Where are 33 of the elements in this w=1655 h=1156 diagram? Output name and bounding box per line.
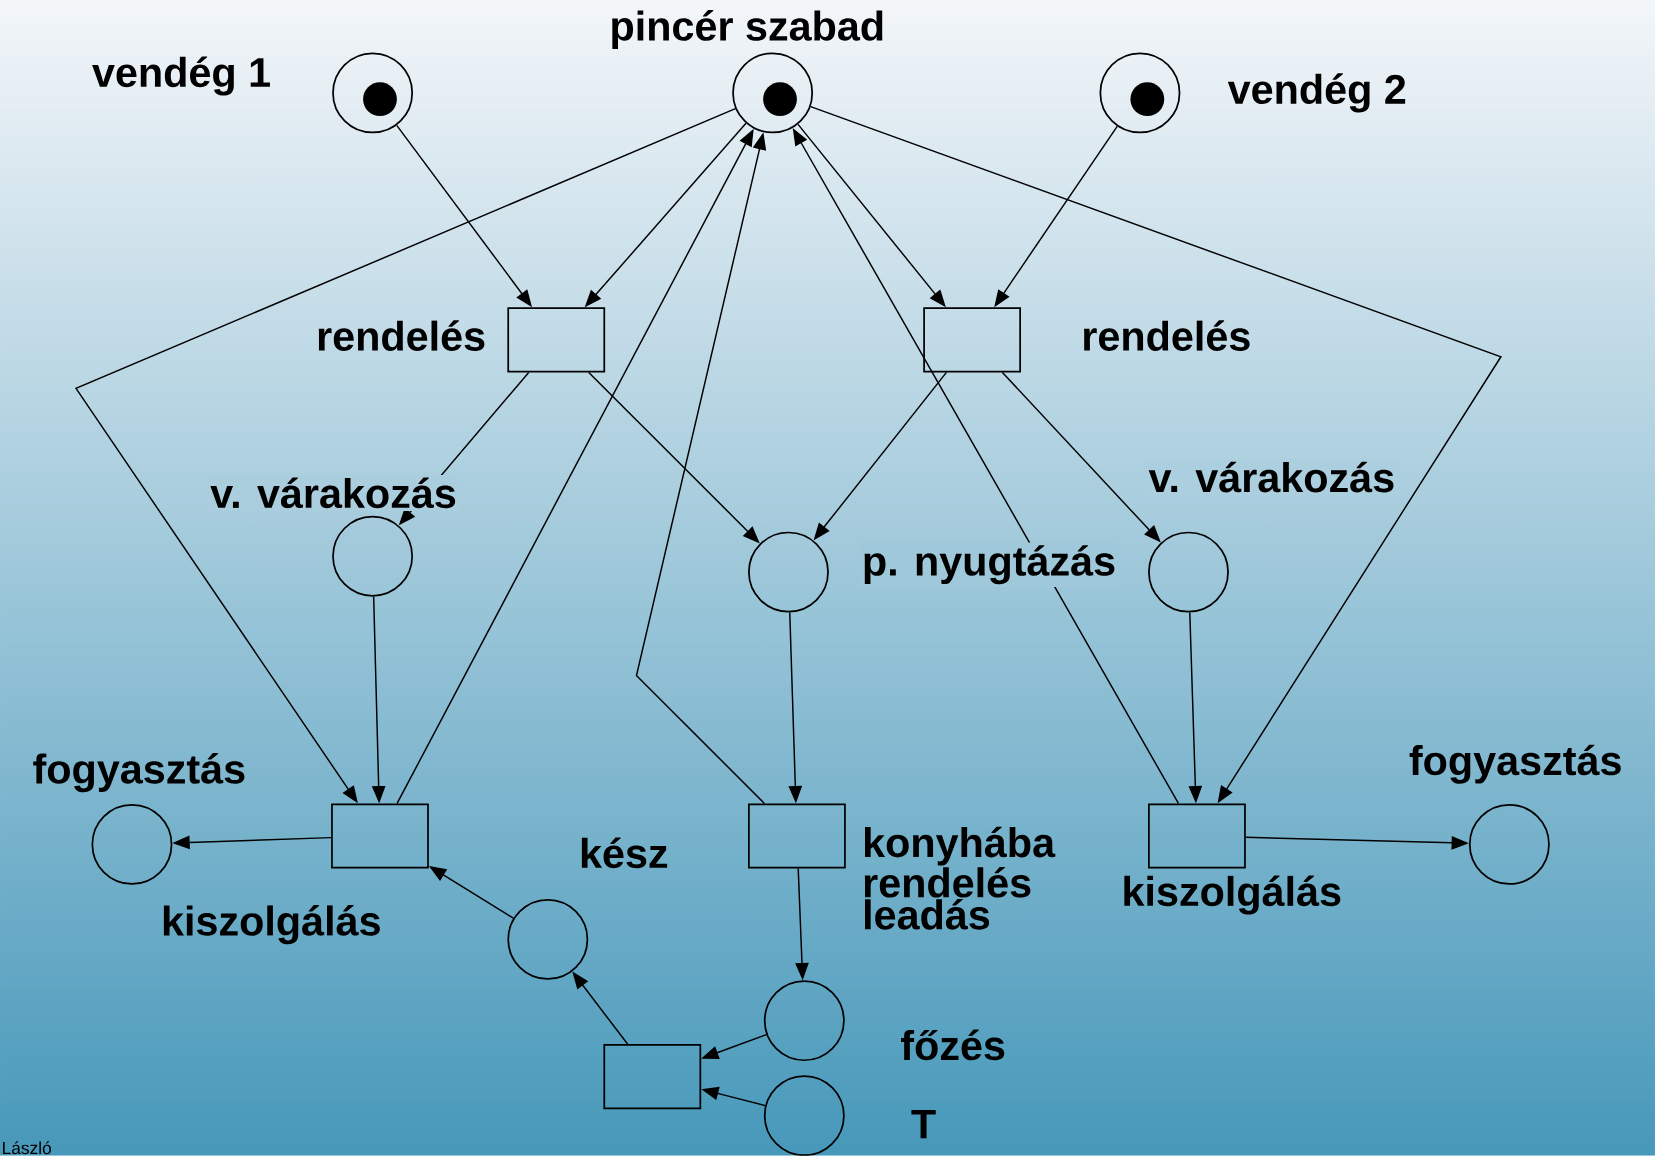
place-label: fogyasztás bbox=[33, 753, 245, 793]
transition-box bbox=[748, 803, 846, 869]
place-label: vendég 2 bbox=[1227, 73, 1406, 113]
place-label: p. nyugtázás bbox=[859, 542, 1119, 587]
transition-box bbox=[923, 307, 1021, 373]
transition-box bbox=[1148, 803, 1246, 869]
place-circle bbox=[748, 531, 829, 613]
place-label: rendelés bbox=[318, 320, 485, 352]
footer-text: László bbox=[3, 1141, 51, 1155]
place-label: T bbox=[911, 1110, 936, 1139]
transition-box bbox=[603, 1044, 702, 1110]
place-label: konyhába rendelés leadás bbox=[864, 826, 1056, 930]
place-circle bbox=[332, 515, 414, 597]
place-label: rendelés bbox=[1084, 320, 1250, 352]
transition-box bbox=[507, 307, 606, 373]
place-label: kész bbox=[581, 837, 668, 869]
place-label: főzés bbox=[901, 1029, 1005, 1061]
place-circle bbox=[91, 804, 173, 885]
place-label: v. várakozás bbox=[207, 475, 460, 512]
place-circle bbox=[732, 52, 814, 134]
place-circle bbox=[332, 52, 414, 134]
place-circle bbox=[1099, 52, 1181, 134]
place-label: fogyasztás bbox=[1409, 744, 1621, 784]
place-circle bbox=[507, 899, 589, 980]
transition-box bbox=[331, 803, 429, 869]
place-label: kiszolgálás bbox=[163, 905, 380, 945]
place-label: v. várakozás bbox=[1145, 459, 1398, 496]
place-circle bbox=[1468, 804, 1550, 885]
place-label: pincér szabad bbox=[612, 10, 883, 50]
place-label: kiszolgálás bbox=[1124, 875, 1341, 915]
place-label: vendég 1 bbox=[92, 56, 270, 96]
place-circle bbox=[763, 980, 845, 1062]
place-circle bbox=[1148, 531, 1229, 613]
